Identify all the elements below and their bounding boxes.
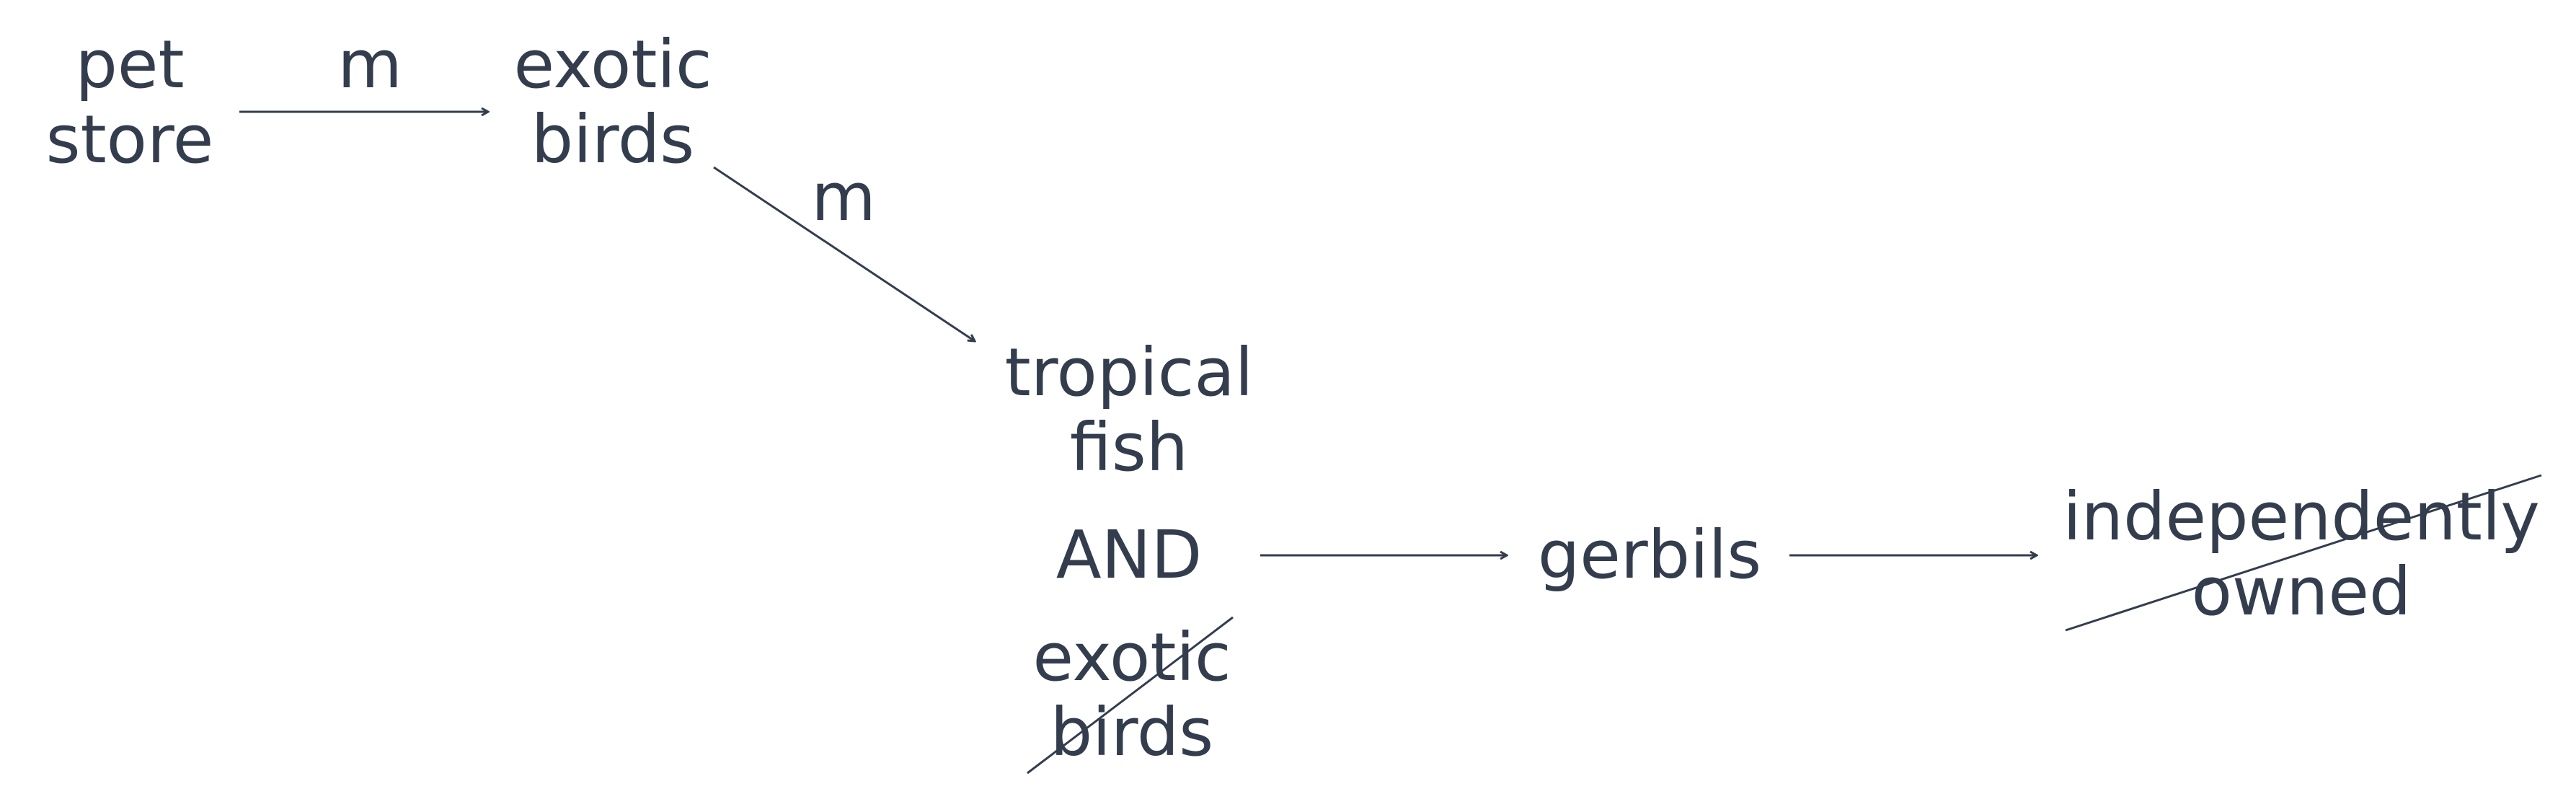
node-exotic-birds-line-2: birds xyxy=(531,101,695,178)
node-exotic-birds-struck-line-1: exotic xyxy=(1032,619,1231,696)
edge-label-m-2: m xyxy=(811,159,876,236)
node-exotic-birds-struck: exotic birds xyxy=(1032,620,1231,770)
node-pet-store-line-1: pet xyxy=(75,26,185,103)
node-tropical-fish: tropical fish xyxy=(1005,335,1254,485)
node-pet-store-line-2: store xyxy=(45,101,214,178)
edge-label-m-1: m xyxy=(337,26,402,103)
node-exotic-birds: exotic birds xyxy=(513,27,712,177)
strikethrough-independently-owned xyxy=(2065,474,2542,632)
node-tropical-fish-line-1: tropical xyxy=(1004,334,1254,411)
node-pet-store: pet store xyxy=(46,27,214,177)
node-tropical-fish-line-2: fish xyxy=(1069,409,1189,486)
node-exotic-birds-struck-line-2: birds xyxy=(1050,694,1214,771)
node-exotic-birds-line-1: exotic xyxy=(513,26,712,103)
strikethrough-exotic-birds xyxy=(1027,616,1234,775)
node-independently-owned: independently owned xyxy=(2063,480,2540,630)
node-independently-owned-line-2: owned xyxy=(2191,553,2412,630)
node-independently-owned-line-1: independently xyxy=(2063,478,2540,555)
node-and-operator: AND xyxy=(1055,516,1203,594)
arrow-exotic-birds-to-tropical-fish xyxy=(713,166,975,341)
node-gerbils: gerbils xyxy=(1537,516,1762,594)
